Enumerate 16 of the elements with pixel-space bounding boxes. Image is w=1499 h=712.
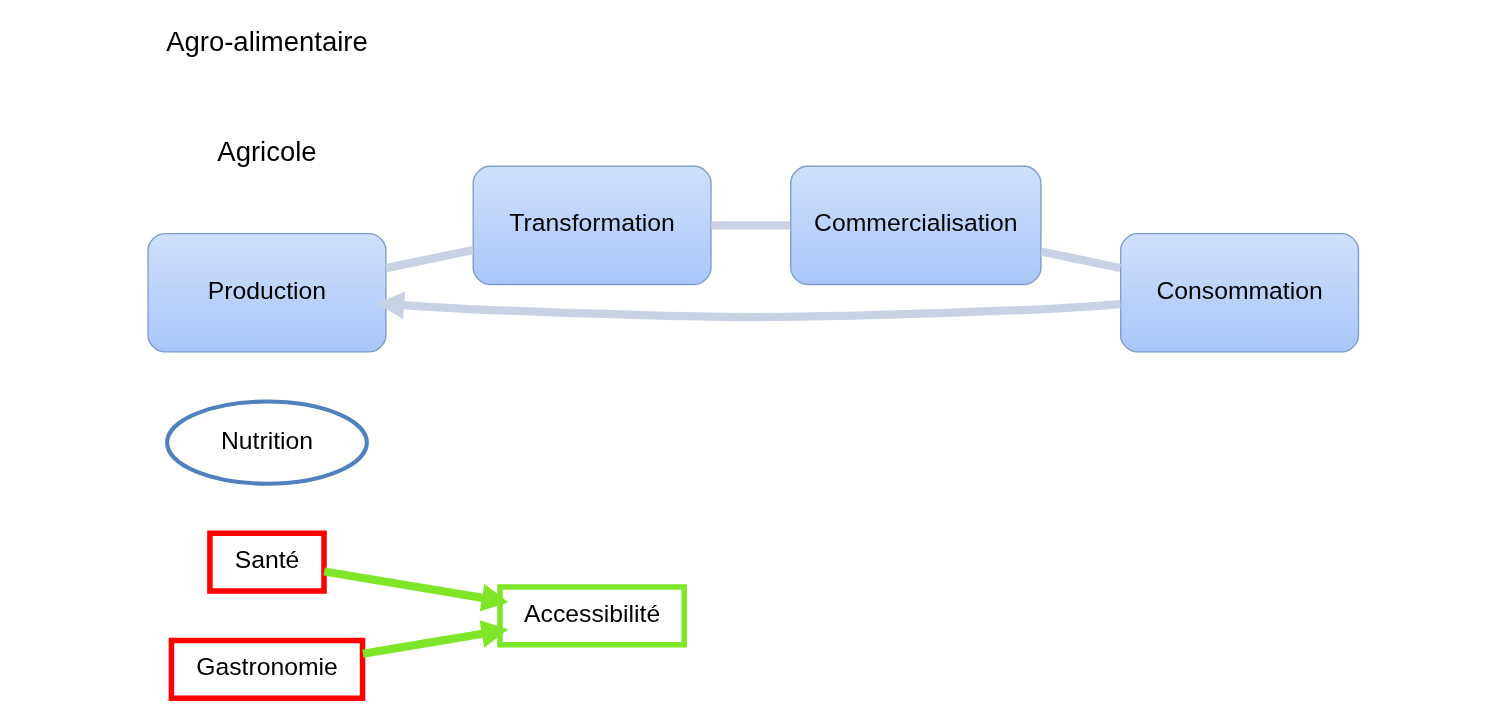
- node-box: Production: [147, 232, 387, 353]
- label: Agricole: [217, 135, 317, 167]
- node-box: Gastronomie: [168, 637, 366, 702]
- connector: [711, 221, 791, 230]
- node-ellipse: Nutrition: [165, 399, 369, 486]
- node-box: Commercialisation: [790, 165, 1042, 286]
- arrow: [362, 620, 509, 658]
- arrow: [323, 567, 509, 612]
- node-box: Accessibilité: [497, 584, 687, 648]
- label: Agro-alimentaire: [166, 25, 368, 57]
- connector: [1040, 247, 1122, 273]
- node-box: Consommation: [1120, 232, 1360, 353]
- connector: [385, 246, 474, 273]
- node-box: Transformation: [472, 165, 712, 286]
- arrow: [377, 291, 1121, 322]
- node-box: Santé: [207, 530, 327, 594]
